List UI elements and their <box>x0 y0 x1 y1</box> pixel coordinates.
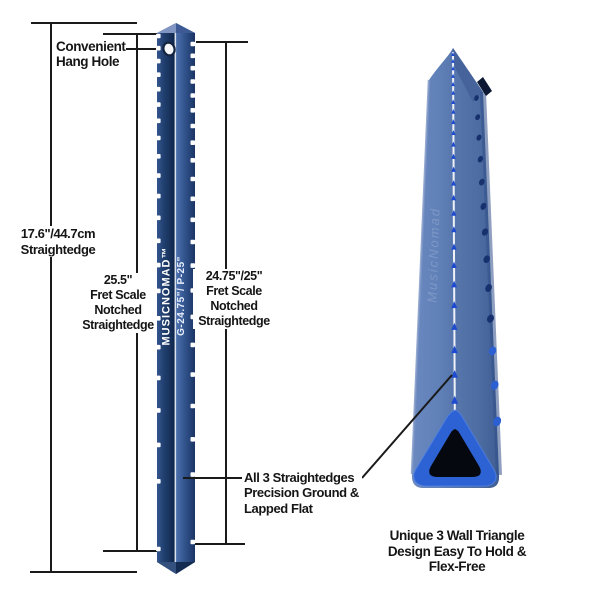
ridge-line <box>452 51 456 453</box>
annotation-overall-straightedge: 17.6"/44.7cm Straightedge <box>13 226 103 257</box>
ruler-bottom-chamfer <box>157 562 176 574</box>
model-text: G-24.75"/ P-25" <box>176 256 187 336</box>
annotation-scale-24-75: 24.75"/25" Fret Scale Notched Straighted… <box>193 269 275 329</box>
etched-logo-text: MusicNomad <box>424 207 442 303</box>
triangle-cross-section-highlight <box>413 409 497 487</box>
tool-right-edge-shade <box>480 91 502 476</box>
edge-notch-marks <box>474 95 502 427</box>
hang-hole <box>162 41 176 57</box>
tool-top-facet <box>452 48 483 102</box>
tool-left-edge-highlight <box>410 79 431 475</box>
annotation-scale-25-5: 25.5" Fret Scale Notched Straightedge <box>80 273 156 333</box>
leader-lines <box>183 374 453 479</box>
annotation-triangle-design: Unique 3 Wall Triangle Design Easy To Ho… <box>384 528 530 575</box>
ruler-body <box>157 23 195 574</box>
triangle-cross-section-hollow <box>429 429 481 477</box>
precision-diagonal-leader <box>361 374 453 479</box>
annotation-hang-hole: Convenient Hang Hole <box>56 39 126 69</box>
ruler-top-chamfer <box>176 23 195 33</box>
fret-notches-25-5-scale <box>156 33 161 552</box>
straightedge-3d-view: MusicNomad <box>410 48 502 488</box>
ruler-top-chamfer <box>157 23 176 33</box>
brand-text: MUSICNOMAD™ <box>161 247 173 346</box>
fret-notches-24-75-scale <box>190 41 196 545</box>
hang-slot-3d <box>477 77 492 96</box>
ruler-bottom-chamfer <box>176 562 195 574</box>
notched-straightedge-front-view: MUSICNOMAD™ G-24.75"/ P-25" <box>156 23 196 574</box>
annotation-precision-ground: All 3 Straightedges Precision Ground & L… <box>244 470 362 516</box>
